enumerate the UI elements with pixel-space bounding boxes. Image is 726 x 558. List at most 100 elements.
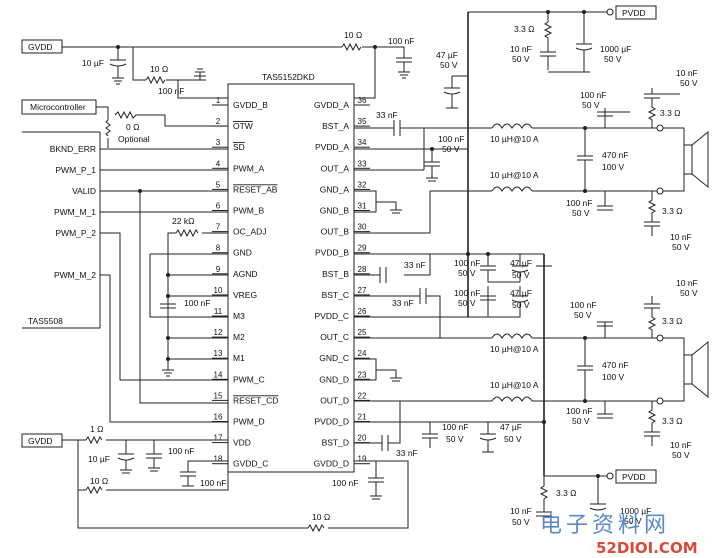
cap-1000uf-bottom: 1000 µF	[620, 506, 651, 516]
pin-number: 22	[358, 391, 367, 400]
pin-number: 36	[358, 96, 367, 105]
pin-number: 21	[358, 413, 367, 422]
pin-name: VDD	[233, 438, 251, 448]
cap-50v-pvddc: 50 V	[458, 298, 476, 308]
cap-33nf-bstb: 33 nF	[404, 260, 426, 270]
cap-10nf-c: 10 nF	[676, 278, 698, 288]
cap-100v-a: 100 V	[602, 162, 625, 172]
speaker-2	[663, 337, 709, 402]
pin-name: GND	[233, 248, 252, 258]
pin-number: 18	[214, 455, 223, 464]
cap-100nf-a1: 100 nF	[580, 90, 606, 100]
controller-signal: PWM_P_1	[55, 165, 96, 175]
pin-number: 24	[358, 349, 367, 358]
cap-470nf-a: 470 nF	[602, 150, 628, 160]
controller-signal: BKND_ERR	[50, 144, 96, 154]
ic-body	[227, 83, 355, 473]
pin-name: BST_B	[322, 269, 349, 279]
res-3r3-bottom: 3.3 Ω	[556, 488, 577, 498]
pvdd-rail-label-top	[615, 5, 657, 20]
cap-47uf-c-v: 50 V	[512, 300, 530, 310]
inductor-a: 10 µH@10 A	[490, 134, 539, 144]
cap-47uf-b-v: 50 V	[512, 270, 530, 280]
gvdd-rail-text-bottom: GVDD	[28, 436, 53, 446]
pin-name: PWM_B	[233, 206, 265, 216]
cap-100nf-vreg: 100 nF	[184, 298, 210, 308]
pin-name: M3	[233, 311, 245, 321]
res-10-gvddc: 10 Ω	[90, 476, 108, 486]
cap-47uf-top: 47 µF	[436, 50, 458, 60]
tas5508-label: TAS5508	[28, 316, 63, 326]
pin-number: 6	[216, 202, 221, 211]
pin-number: 20	[358, 434, 367, 443]
cap-10nf-bottom: 10 nF	[510, 506, 532, 516]
cap-100nf-pvdda: 100 nF	[438, 134, 464, 144]
controller-signal: PWM_P_2	[55, 228, 96, 238]
pin-number: 1	[216, 96, 221, 105]
pin-number: 35	[358, 117, 367, 126]
cap-50v-c: 50 V	[680, 288, 698, 298]
cap-10nf-top: 10 nF	[510, 44, 532, 54]
cap-100nf-gvddb: 100 nF	[158, 86, 184, 96]
ic-right-pins: 36GVDD_A35BST_A34PVDD_A33OUT_A32GND_A31G…	[314, 96, 370, 469]
cap-10uf-bottom: 10 µF	[88, 454, 110, 464]
pin-number: 30	[358, 223, 367, 232]
cap-100nf-pvddd: 100 nF	[442, 422, 468, 432]
cap-100nf-top: 100 nF	[388, 36, 414, 46]
res-3r3-c: 3.3 Ω	[662, 316, 683, 326]
pin-number: 19	[358, 455, 367, 464]
pin-name: GND_C	[319, 353, 349, 363]
pin-name: GVDD_B	[233, 100, 268, 110]
cap-47uf-d: 47 µF	[500, 422, 522, 432]
cap-100nf-gvddc: 100 nF	[200, 478, 226, 488]
cap-50v-d: 50 V	[672, 450, 690, 460]
pin-number: 10	[214, 286, 223, 295]
pin-number: 23	[358, 370, 367, 379]
pin-number: 11	[214, 307, 223, 316]
cap-10uf-top: 10 µF	[82, 58, 104, 68]
gvdd-rail-text-top: GVDD	[28, 42, 53, 52]
cap-50v-d1: 50 V	[572, 416, 590, 426]
pin-name: OUT_D	[320, 395, 349, 405]
pin-number: 12	[214, 328, 223, 337]
pin-name: M2	[233, 332, 245, 342]
res-1-ohm: 1 Ω	[90, 424, 103, 434]
watermark-cn: 电子资料网	[540, 513, 670, 538]
pin-number: 16	[214, 413, 223, 422]
pin-name: OTW	[233, 121, 253, 131]
pvdd-rail-text-top: PVDD	[622, 8, 646, 18]
cap-50v-a1: 50 V	[582, 100, 600, 110]
cap-10nf-a: 10 nF	[676, 68, 698, 78]
cap-470nf-c: 470 nF	[602, 360, 628, 370]
controller-signal: VALID	[72, 186, 96, 196]
pin-name: PWM_A	[233, 163, 265, 173]
pin-number: 2	[216, 117, 221, 126]
cap-100nf-pvdda-v: 50 V	[442, 144, 460, 154]
cap-100nf-d1: 100 nF	[566, 406, 592, 416]
cap-50v-b: 50 V	[672, 242, 690, 252]
cap-50v-top: 50 V	[512, 54, 530, 64]
inductor-d: 10 µH@10 A	[490, 380, 539, 390]
cap-100v-c: 100 V	[602, 372, 625, 382]
cap-50v-bottom: 50 V	[512, 517, 530, 527]
pin-number: 14	[214, 370, 223, 379]
pin-name: GND_D	[319, 374, 349, 384]
pin-number: 28	[358, 265, 367, 274]
pin-number: 8	[216, 244, 221, 253]
pin-name: OUT_A	[321, 163, 350, 173]
pin-name: OC_ADJ	[233, 227, 267, 237]
pin-name: VREG	[233, 290, 257, 300]
res-10-top: 10 Ω	[344, 30, 362, 40]
cap-50v-a: 50 V	[680, 78, 698, 88]
pin-name: BST_D	[322, 438, 349, 448]
pin-name: M1	[233, 353, 245, 363]
cap-47uf-d-v: 50 V	[504, 434, 522, 444]
pin-name: PVDD_D	[315, 417, 349, 427]
res-10-bottom: 10 Ω	[312, 512, 330, 522]
cap-50v-b1: 50 V	[572, 208, 590, 218]
cap-100nf-c1: 100 nF	[570, 300, 596, 310]
cap-100nf-b1: 100 nF	[566, 198, 592, 208]
res-10-gvddb: 10 Ω	[150, 64, 168, 74]
cap-47uf-c: 47 µF	[510, 288, 532, 298]
cap-33nf-bstc: 33 nF	[392, 298, 414, 308]
